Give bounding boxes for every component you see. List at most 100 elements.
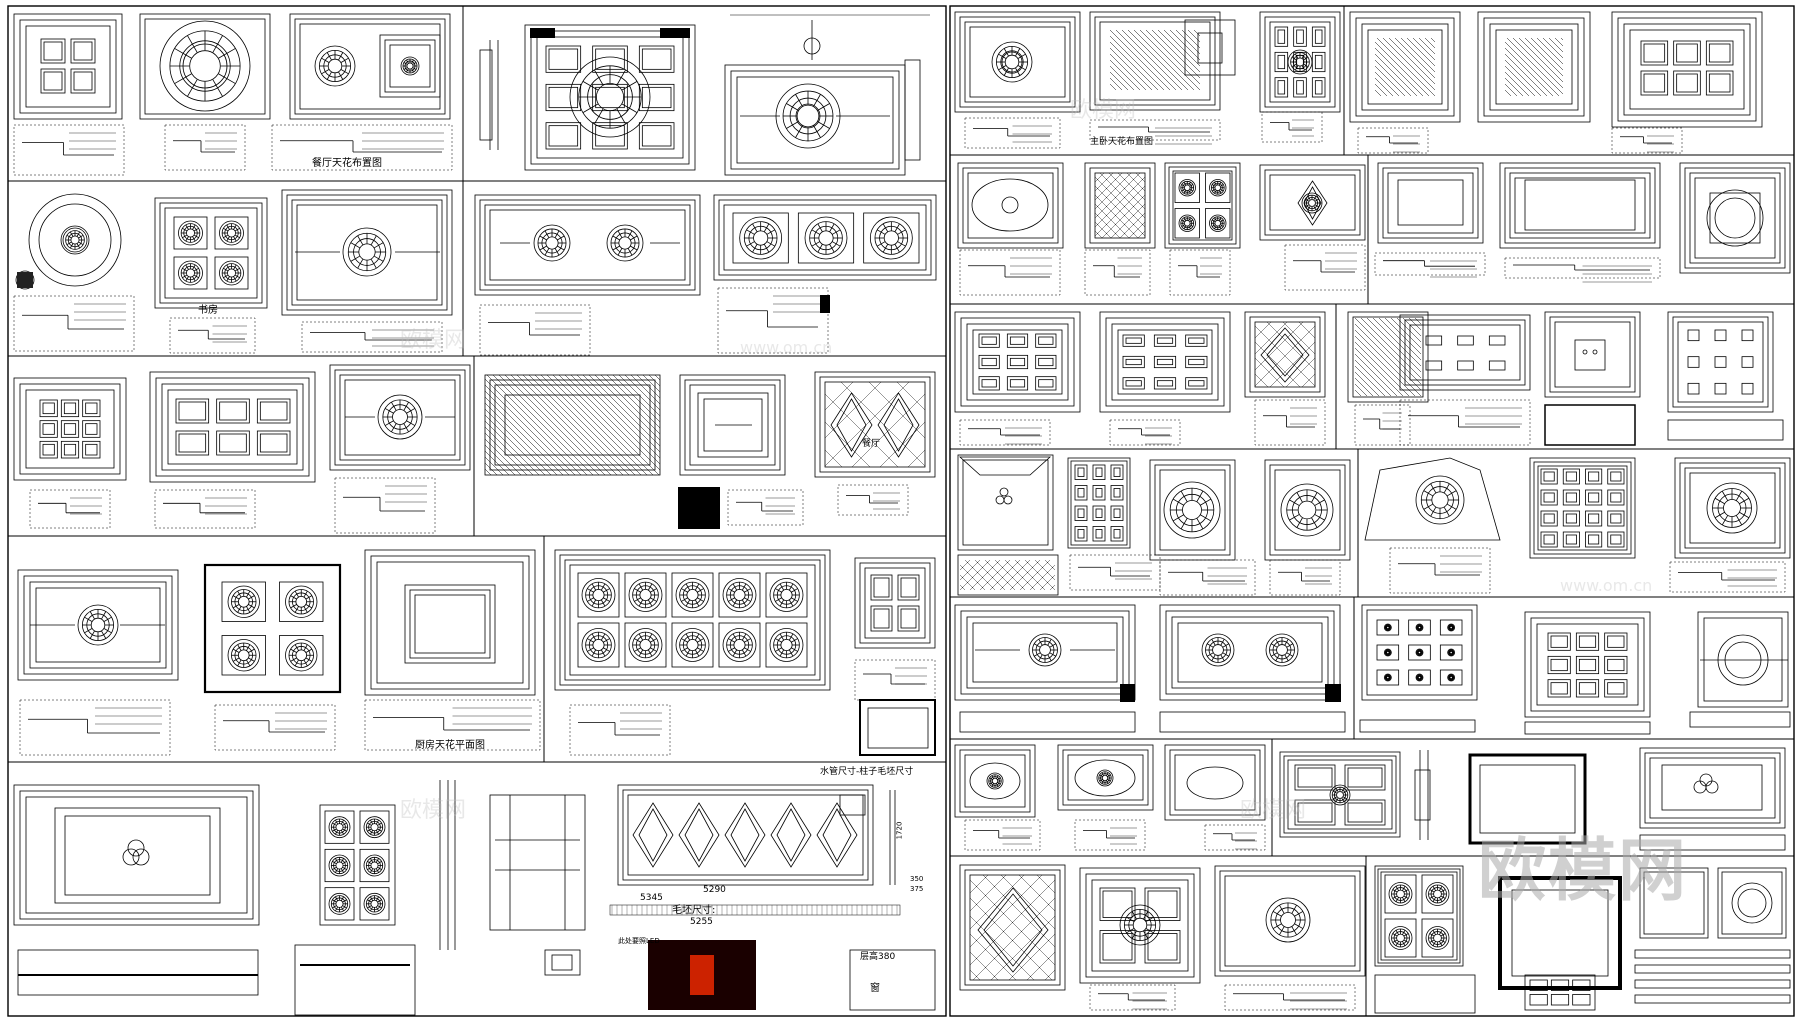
circle-183 [38, 203, 112, 277]
line-266 [226, 276, 230, 282]
line-2104 [996, 783, 999, 787]
rect-1187 [1277, 29, 1286, 44]
watermark-site: www.om.cn [1560, 576, 1653, 595]
rect-1410 [1259, 164, 1366, 241]
rect-752 [624, 572, 667, 618]
line-2030 [1452, 625, 1454, 628]
rect-35 [73, 71, 93, 91]
watermark-brand-faint-1: 欧模网 [400, 328, 467, 353]
line-1924 [1385, 625, 1387, 628]
rect-1529 [1185, 355, 1208, 369]
rect-888 [854, 557, 936, 649]
rect-425 [19, 383, 121, 475]
rect-1190 [1274, 77, 1289, 98]
line-517 [484, 420, 540, 476]
line-1927 [1388, 624, 1390, 627]
rect-1723 [1269, 464, 1346, 556]
line-742 [601, 649, 606, 657]
line-473 [391, 423, 397, 433]
rect-453 [216, 398, 250, 424]
rect-1850 [966, 616, 1124, 689]
line-1146 [1109, 65, 1135, 91]
rect-1980 [1408, 644, 1431, 661]
line-1136 [1015, 48, 1021, 57]
rect-896 [900, 577, 917, 598]
rect-1817 [1607, 510, 1625, 527]
line-2352 [1429, 933, 1435, 937]
rect-2246 [1102, 890, 1133, 918]
line-287 [350, 255, 360, 262]
circle-1122 [991, 41, 1033, 83]
rect-2367 [1639, 867, 1709, 939]
circle-80 [406, 62, 414, 70]
line-514 [484, 438, 522, 476]
rect-803 [671, 622, 714, 668]
line-1996 [1420, 650, 1423, 653]
rect-4 [7, 180, 464, 357]
line-1550 [1301, 373, 1316, 388]
line-533 [534, 374, 636, 476]
line-1881 [1220, 654, 1225, 662]
line-2007 [1416, 677, 1419, 680]
line-1268 [1524, 37, 1564, 77]
rect-1678 [1070, 460, 1128, 546]
line-1385 [1214, 190, 1217, 194]
line-2222 [1044, 969, 1056, 981]
line-852 [742, 633, 747, 641]
line-144 [582, 103, 599, 113]
rect-1604 [1425, 335, 1443, 346]
label-ceiling-height: 层高380 [860, 952, 896, 962]
line-552 [648, 374, 661, 387]
line-2123 [1107, 779, 1111, 782]
rect-1011 [359, 887, 390, 921]
line-2113 [997, 777, 1001, 780]
polygon-580 [883, 398, 914, 452]
line-1163 [1175, 29, 1201, 55]
rect-129 [638, 45, 675, 73]
line-850 [732, 633, 737, 641]
line-796 [681, 597, 688, 602]
line-2054 [1452, 677, 1454, 680]
rect-497 [334, 477, 436, 534]
rect-1459 [1377, 162, 1484, 244]
line-368 [746, 241, 755, 247]
line-1248 [1418, 37, 1436, 55]
rect-504 [484, 374, 661, 476]
line-668 [303, 590, 308, 598]
line-606 [101, 630, 107, 639]
rect-597 [23, 575, 173, 675]
line-568 [868, 381, 926, 439]
line-1733 [1296, 517, 1303, 528]
line-781 [634, 638, 641, 643]
line-391 [832, 229, 841, 235]
line-43 [218, 73, 236, 84]
line-785 [650, 638, 657, 643]
line-1400 [1218, 225, 1222, 230]
line-2047 [1452, 650, 1454, 653]
line-1236 [1374, 65, 1406, 97]
line-1246 [1406, 37, 1436, 67]
rect-125 [592, 83, 628, 112]
line-525 [486, 374, 588, 476]
rect-1616 [1667, 311, 1774, 413]
line-1600 [1414, 317, 1422, 325]
rect-1119 [959, 16, 1076, 108]
line-1731 [1311, 517, 1318, 528]
line-662 [294, 606, 299, 613]
line-1372 [1183, 217, 1187, 221]
line-2322 [1403, 933, 1409, 937]
line-534 [540, 374, 642, 476]
rect-74 [379, 34, 441, 98]
rect-423 [820, 295, 830, 313]
rect-2162 [1294, 764, 1336, 791]
polygon-577 [830, 392, 873, 458]
rect-562 [824, 381, 926, 468]
rect-277 [296, 204, 438, 301]
line-970 [332, 905, 337, 909]
rect-1185 [1269, 21, 1331, 103]
rect-2138 [964, 819, 1041, 851]
rect-443 [82, 440, 101, 459]
line-1884 [1206, 652, 1214, 657]
line-515 [484, 432, 528, 476]
line-398 [897, 241, 906, 247]
